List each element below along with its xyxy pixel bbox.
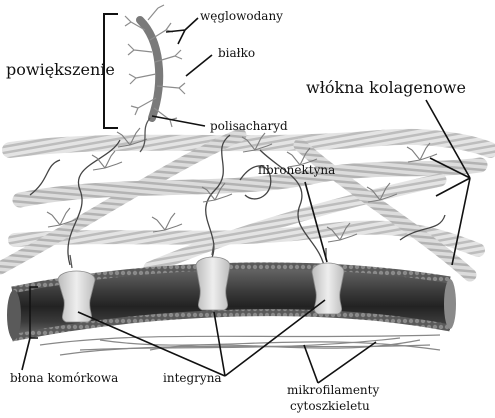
label-integryna: integryna	[163, 372, 222, 384]
label-fibronektyna: fibronektyna	[258, 164, 335, 176]
label-weglowodany: węglowodany	[200, 10, 283, 22]
label-bialko: białko	[218, 47, 255, 59]
integrin-3	[312, 248, 344, 314]
label-powiekszenie: powiększenie	[6, 62, 115, 78]
magnified-proteoglycan	[125, 5, 185, 152]
label-cytoszkieletu: cytoszkieletu	[290, 400, 370, 412]
label-blona-komorkowa: błona komórkowa	[10, 372, 118, 384]
label-polisacharyd: polisacharyd	[210, 120, 288, 132]
label-mikrofilamenty: mikrofilamenty	[287, 384, 379, 396]
integrin-1	[58, 255, 95, 322]
microfilaments	[40, 335, 440, 355]
label-wlokna-kolagenowe: włókna kolagenowe	[306, 80, 466, 96]
